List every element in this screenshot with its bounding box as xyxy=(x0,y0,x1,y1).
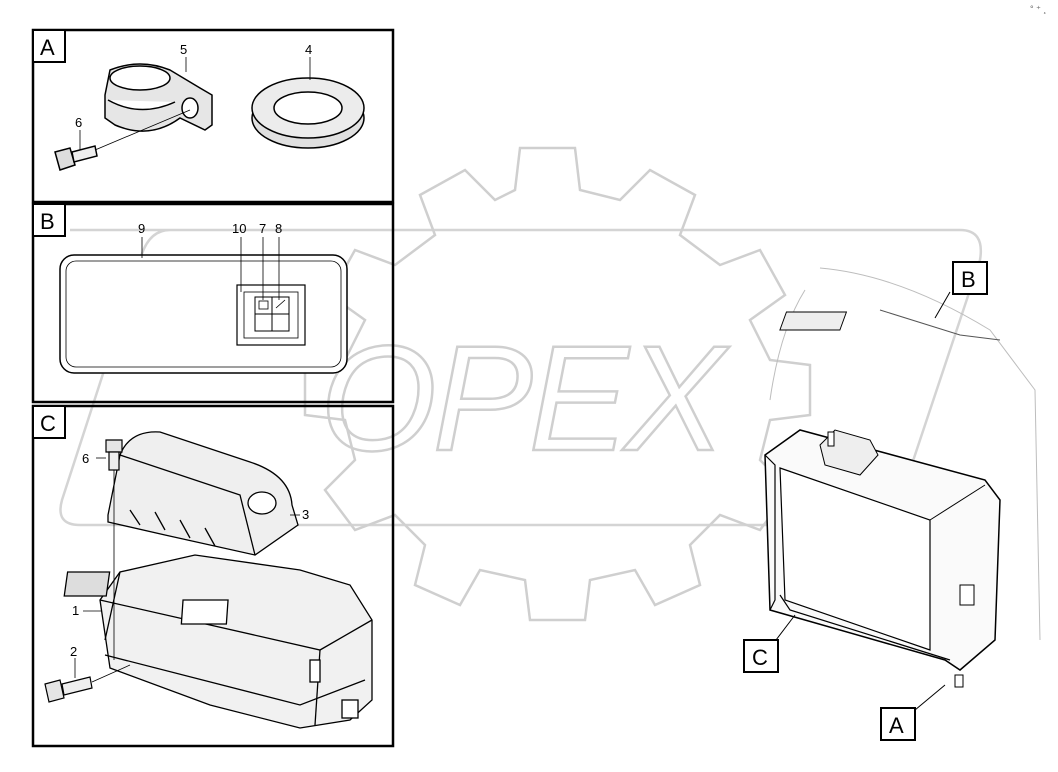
switch-10 xyxy=(254,296,273,315)
panel-b-letter-box xyxy=(32,203,66,237)
callout-b-letter: B xyxy=(961,267,976,292)
label-9: 9 xyxy=(138,221,145,236)
corner-mark: ° ⁺ ¸ xyxy=(1030,4,1046,14)
panel-a-letter: A xyxy=(40,35,55,60)
label-5: 5 xyxy=(180,42,187,57)
callout-a-letter: A xyxy=(889,713,904,738)
housing-part xyxy=(63,554,373,729)
grommet-part xyxy=(251,77,365,149)
callout-c-letter: C xyxy=(752,645,768,670)
label-6-c: 6 xyxy=(82,451,89,466)
label-3: 3 xyxy=(302,507,309,522)
label-10: 10 xyxy=(232,221,246,236)
bolt-part-c-bottom xyxy=(44,676,93,703)
bolt-part-a xyxy=(54,145,98,171)
switch-7 xyxy=(271,296,290,315)
panel-a-letter-box xyxy=(32,29,66,63)
callout-b: B xyxy=(934,261,988,319)
overview-assembly xyxy=(764,267,1041,688)
panel-b-letter: B xyxy=(40,209,55,234)
label-6-a: 6 xyxy=(75,115,82,130)
watermark-text: OPEX xyxy=(320,314,730,482)
panel-a: A 5 4 6 xyxy=(31,28,395,204)
panel-c-letter: C xyxy=(40,411,56,436)
cover-part xyxy=(107,431,299,556)
panel-b: B 9 10 7 8 xyxy=(31,202,395,404)
label-4: 4 xyxy=(305,42,312,57)
callout-a: A xyxy=(880,684,946,741)
label-7: 7 xyxy=(259,221,266,236)
label-2: 2 xyxy=(70,644,77,659)
panel-c: C xyxy=(31,404,395,748)
panel-c-letter-box xyxy=(32,405,66,439)
clamp-part xyxy=(104,63,213,132)
callout-c: C xyxy=(743,614,796,673)
switch-8 xyxy=(254,313,273,332)
label-1: 1 xyxy=(72,603,79,618)
label-8: 8 xyxy=(275,221,282,236)
bolt-part-c-top xyxy=(105,439,123,471)
